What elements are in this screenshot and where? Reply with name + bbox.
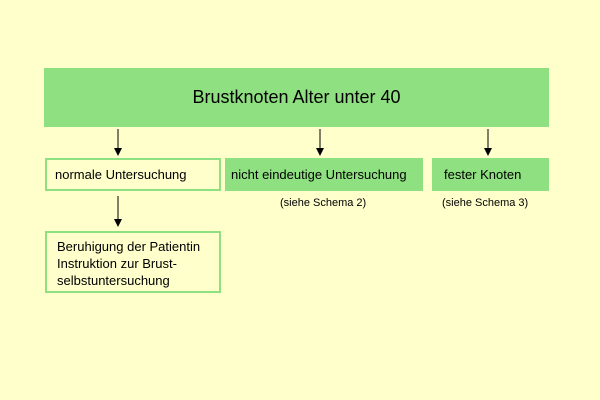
diagram-title: Brustknoten Alter unter 40 [192,87,401,107]
reassurance-line-2: Instruktion zur Brust- [57,256,177,271]
firm-nodule-label: fester Knoten [444,167,522,182]
reassurance-box: Beruhigung der Patientin Instruktion zur… [45,231,221,293]
reassurance-line-3: selbstuntersuchung [57,273,170,288]
firm-schema-note: (siehe Schema 3) [442,197,529,209]
arrowhead-firm [484,148,492,156]
title-box: Brustknoten Alter unter 40 [44,68,549,127]
arrowhead-reassurance [114,219,122,227]
normal-exam-label: normale Untersuchung [55,167,187,182]
arrowhead-unclear [316,148,324,156]
unclear-schema-note: (siehe Schema 2) [280,197,367,209]
reassurance-line-1: Beruhigung der Patientin [57,239,201,254]
unclear-exam-label: nicht eindeutige Untersuchung [231,167,407,182]
normal-exam-box: normale Untersuchung [45,158,221,191]
unclear-exam-box: nicht eindeutige Untersuchung [225,158,423,191]
arrowhead-normal [114,148,122,156]
firm-nodule-box: fester Knoten [432,158,549,191]
